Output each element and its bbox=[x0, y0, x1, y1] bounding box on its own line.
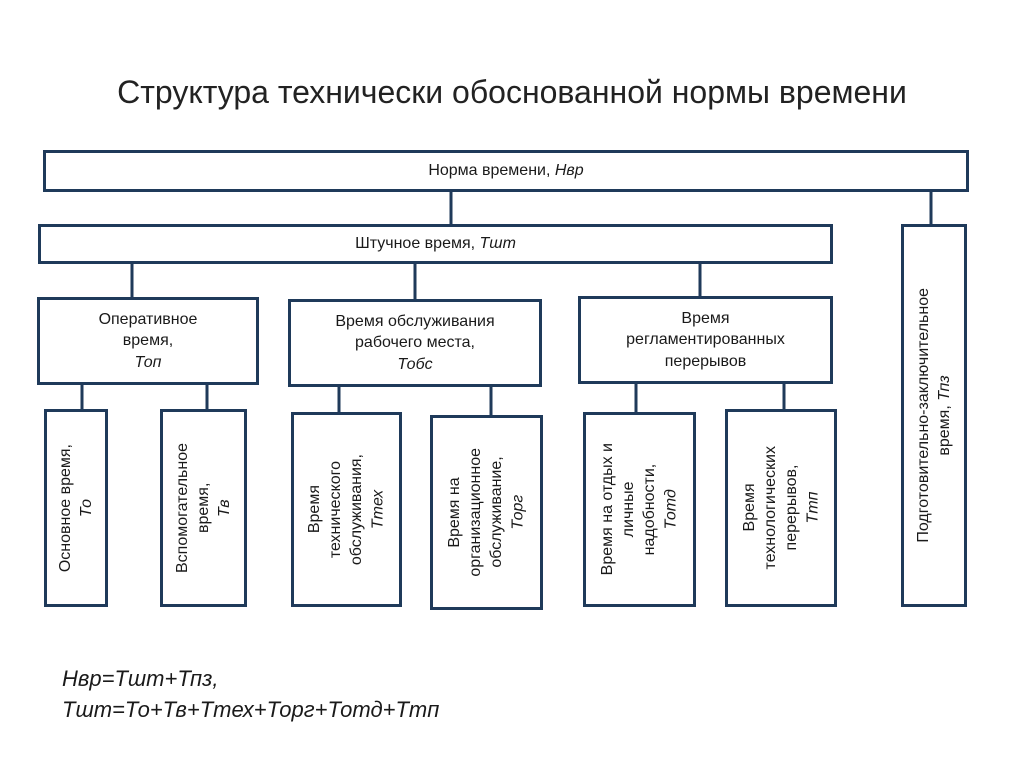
aux-time-text: Вспомогательное время, Тв bbox=[172, 443, 235, 573]
prep-time-text: Подготовительно-заключительное время, Тп… bbox=[913, 288, 955, 543]
piece-time-symbol: Тшт bbox=[479, 235, 516, 253]
rest-time-box: Время на отдых и личные надобности, Тотд bbox=[583, 412, 696, 607]
tech-service-line2: технического bbox=[327, 460, 345, 559]
operative-line2: время, bbox=[122, 332, 174, 350]
tech-breaks-text: Время технологических перерывов, Ттп bbox=[739, 446, 823, 569]
norm-symbol: Нвр bbox=[554, 162, 584, 180]
main-time-text: Основное время, То bbox=[55, 444, 97, 572]
prep-time-symbol: Тпз bbox=[936, 375, 953, 401]
rest-symbol: Тотд bbox=[662, 489, 680, 530]
aux-symbol: Тв bbox=[216, 499, 234, 517]
aux-time-box: Вспомогательное время, Тв bbox=[160, 409, 247, 607]
formula-piece: Тшт=То+Тв+Ттех+Торг+Тотд+Ттп bbox=[62, 697, 440, 723]
formula-norm: Нвр=Тшт+Тпз, bbox=[62, 666, 219, 691]
tech-service-line1: Время bbox=[306, 485, 324, 534]
norm-box: Норма времени, Нвр bbox=[43, 150, 969, 192]
tech-breaks-line3: перерывов, bbox=[783, 465, 800, 551]
org-service-text: Время на организационное обслуживание, Т… bbox=[444, 448, 528, 577]
breaks-line1: Время bbox=[681, 310, 730, 328]
breaks-line2: регламентированных bbox=[626, 331, 785, 349]
rest-time-text: Время на отдых и личные надобности, Тотд bbox=[597, 443, 681, 575]
aux-line2: время, bbox=[194, 482, 212, 534]
piece-time-label: Штучное время, bbox=[355, 235, 480, 253]
breaks-time-box: Время регламентированных перерывов bbox=[578, 296, 833, 384]
tech-breaks-box: Время технологических перерывов, Ттп bbox=[725, 409, 837, 607]
main-time-box: Основное время, То bbox=[44, 409, 108, 607]
piece-time-box: Штучное время, Тшт bbox=[38, 224, 833, 264]
org-service-box: Время на организационное обслуживание, Т… bbox=[430, 415, 543, 610]
prep-time-box: Подготовительно-заключительное время, Тп… bbox=[901, 224, 967, 607]
operative-time-box: Оперативное время, Топ bbox=[37, 297, 259, 385]
tech-service-text: Время технического обслуживания, Ттех bbox=[304, 454, 388, 565]
norm-label: Норма времени, bbox=[428, 162, 555, 180]
service-line1: Время обслуживания bbox=[335, 313, 495, 331]
tech-service-box: Время технического обслуживания, Ттех bbox=[291, 412, 402, 607]
diagram-title: Структура технически обоснованной нормы … bbox=[117, 74, 907, 110]
rest-line2: личные bbox=[620, 481, 638, 538]
main-line1: Основное время, bbox=[56, 443, 74, 573]
formulas: Нвр=Тшт+Тпз, Тшт=То+Тв+Ттех+Торг+Тотд+Тт… bbox=[62, 663, 439, 725]
operative-line1: Оперативное bbox=[98, 311, 198, 329]
org-service-line2: организационное bbox=[467, 448, 485, 577]
org-service-line3: обслуживание, bbox=[488, 456, 506, 569]
operative-symbol: Топ bbox=[134, 353, 162, 371]
rest-line1: Время на отдых и bbox=[599, 443, 617, 576]
aux-line1: Вспомогательное bbox=[173, 443, 191, 573]
org-service-line1: Время на bbox=[446, 477, 464, 548]
prep-time-line1: Подготовительно-заключительное bbox=[914, 288, 932, 543]
tech-breaks-line1: Время bbox=[740, 483, 758, 533]
org-service-symbol: Торг bbox=[509, 495, 527, 530]
tech-breaks-symbol: Ттп bbox=[804, 492, 822, 524]
rest-line3: надобности, bbox=[641, 463, 659, 556]
service-symbol: Тобс bbox=[397, 355, 433, 373]
breaks-line3: перерывов bbox=[664, 352, 747, 370]
tech-service-symbol: Ттех bbox=[369, 489, 387, 530]
tech-breaks-line2: технологических bbox=[761, 446, 779, 570]
service-time-box: Время обслуживания рабочего места, Тобс bbox=[288, 299, 542, 387]
main-symbol: То bbox=[78, 498, 95, 518]
tech-service-line3: обслуживания, bbox=[348, 453, 366, 566]
prep-time-line2: время, bbox=[936, 400, 953, 456]
service-line2: рабочего места, bbox=[355, 334, 475, 352]
